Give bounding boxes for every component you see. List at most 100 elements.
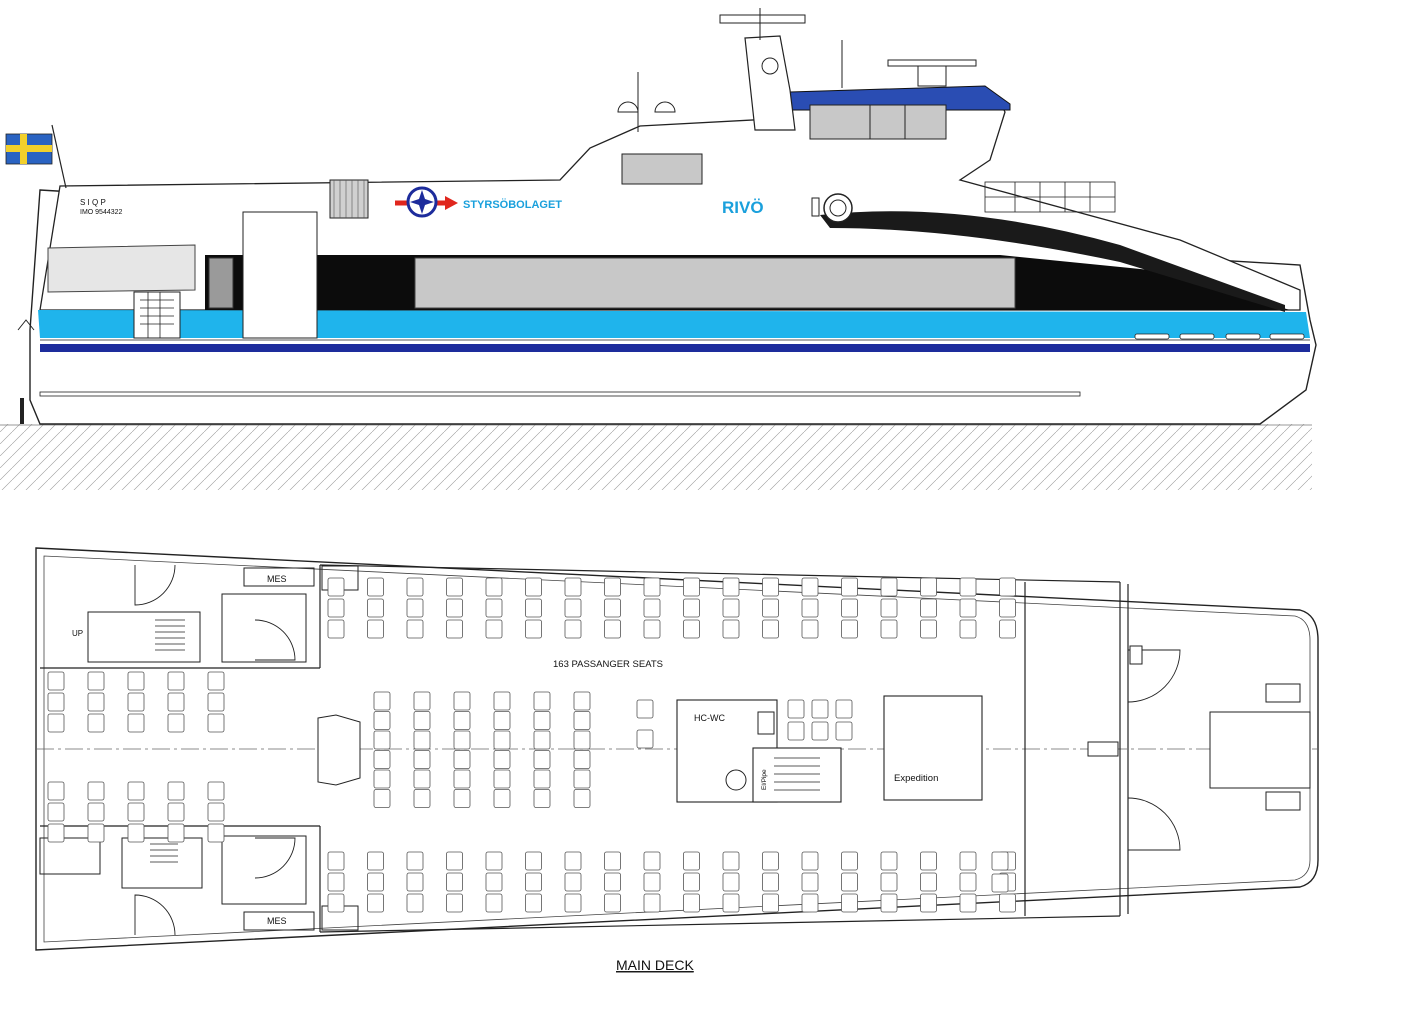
passenger-seat — [373, 691, 391, 711]
passenger-seat — [762, 598, 779, 618]
passenger-seat — [573, 691, 591, 711]
forward-room-bottom — [221, 835, 307, 905]
passenger-seat — [453, 711, 471, 730]
mast — [744, 35, 796, 131]
passenger-seat — [327, 851, 345, 871]
passenger-seat — [533, 750, 551, 769]
passenger-seat — [453, 691, 471, 711]
passenger-seat — [87, 692, 105, 712]
passenger-seat — [564, 893, 582, 913]
passenger-seat — [573, 769, 591, 789]
extinguisher-icon — [811, 197, 820, 217]
passenger-seat — [959, 598, 977, 618]
passenger-seat — [525, 598, 542, 618]
forward-room-top — [221, 593, 307, 663]
passenger-seat — [722, 872, 740, 892]
passenger-seat — [127, 781, 145, 801]
passenger-seat — [801, 598, 819, 618]
passenger-seat — [564, 851, 582, 871]
rub-rail — [39, 391, 1081, 397]
passenger-seat — [406, 893, 424, 913]
passenger-seat — [573, 711, 591, 730]
passenger-seat — [880, 851, 898, 871]
passenger-seat — [367, 872, 384, 892]
passenger-seat — [207, 823, 225, 843]
passenger-seat — [47, 823, 65, 843]
passenger-seat — [127, 713, 145, 733]
passenger-seat — [643, 872, 661, 892]
vessel-name: RIVÖ — [722, 198, 764, 217]
passenger-seat — [446, 577, 463, 597]
central-stair — [752, 747, 842, 803]
passenger-seat — [47, 781, 65, 801]
passenger-seat — [413, 789, 431, 808]
passenger-seat — [636, 729, 654, 749]
passenger-seats-label: 163 PASSANGER SEATS — [553, 659, 663, 670]
passenger-seat — [722, 619, 740, 639]
passenger-seat — [801, 619, 819, 639]
passenger-seat — [643, 619, 661, 639]
passenger-seat — [485, 893, 503, 913]
aft-railing — [984, 181, 1116, 213]
passenger-seat — [406, 872, 424, 892]
radar-2 — [887, 59, 977, 67]
passenger-seat — [604, 893, 621, 913]
passenger-seat — [722, 851, 740, 871]
passenger-seat — [841, 619, 858, 639]
passenger-seat — [413, 691, 431, 711]
passenger-seat — [643, 598, 661, 618]
passenger-seat — [604, 598, 621, 618]
passenger-seat — [207, 671, 225, 691]
passenger-seat — [811, 721, 829, 741]
passenger-seat — [127, 823, 145, 843]
passenger-seat — [604, 577, 621, 597]
passenger-seat — [643, 577, 661, 597]
passenger-seat — [880, 893, 898, 913]
passenger-seat — [485, 872, 503, 892]
passenger-seat — [835, 699, 853, 719]
stair-down — [121, 837, 203, 889]
passenger-seat — [87, 671, 105, 691]
el-pipe-label: El/Pipe — [761, 769, 768, 790]
passenger-seat — [604, 872, 621, 892]
passenger-seat — [643, 893, 661, 913]
passenger-seat — [722, 577, 740, 597]
passenger-seat — [762, 577, 779, 597]
passenger-seat — [453, 789, 471, 808]
passenger-seat — [991, 873, 1009, 893]
main-deck-plan: 163 PASSANGER SEATS HC-WC Expedition MES… — [35, 547, 1319, 973]
passenger-seat — [446, 893, 463, 913]
swedish-flag-icon — [5, 133, 53, 165]
passenger-seat — [880, 577, 898, 597]
passenger-seat — [127, 671, 145, 691]
side-window-band — [414, 257, 1016, 309]
passenger-seat — [413, 711, 431, 730]
passenger-seat — [762, 872, 779, 892]
water-hatching — [0, 424, 1312, 490]
passenger-seat — [920, 598, 937, 618]
passenger-seat — [367, 893, 384, 913]
passenger-seat — [811, 699, 829, 719]
passenger-seat — [920, 893, 937, 913]
passenger-seat — [207, 781, 225, 801]
passenger-seat — [841, 577, 858, 597]
dark-blue-band — [40, 344, 1310, 352]
passenger-seat — [485, 577, 503, 597]
passenger-seat — [604, 851, 621, 871]
passenger-seat — [564, 577, 582, 597]
passenger-seat — [327, 577, 345, 597]
passenger-seat — [453, 750, 471, 769]
forward-bench — [317, 714, 361, 786]
passenger-seat — [47, 671, 65, 691]
passenger-seat — [801, 577, 819, 597]
boarding-hatch — [133, 291, 181, 339]
passenger-seat — [327, 872, 345, 892]
passenger-seat — [493, 711, 511, 730]
passenger-seat — [207, 713, 225, 733]
passenger-seat — [604, 619, 621, 639]
expedition-room — [883, 695, 983, 801]
company-name: STYRSÖBOLAGET — [463, 198, 562, 211]
passenger-seat — [722, 893, 740, 913]
passenger-seat — [167, 802, 185, 822]
